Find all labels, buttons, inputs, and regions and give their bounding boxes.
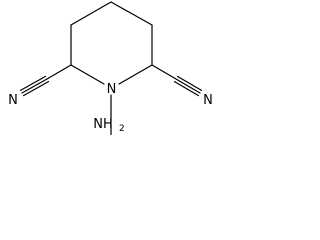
left-nitrile-nitrogen-label: N — [8, 93, 18, 108]
bond-c4-c5 — [110, 1, 153, 26]
amino-hydrogen-count: 2 — [119, 124, 125, 134]
bond-c6-c10 — [151, 64, 177, 80]
bond-c2-c8 — [46, 64, 72, 80]
bond-c8-n9-a — [21, 78, 48, 94]
ring-nitrogen-label: N — [107, 82, 117, 97]
molecule-structure: N NH 2 N N — [8, 1, 213, 135]
bond-c8-n9-b — [19, 75, 47, 92]
right-nitrile-nitrogen-label: N — [203, 93, 213, 108]
bond-c6-n1 — [118, 64, 153, 85]
amino-nitrogen-label: NH — [93, 117, 113, 132]
bond-c10-n11-c — [173, 80, 200, 97]
bond-c10-n11-a — [175, 78, 201, 94]
bond-n1-c2 — [70, 64, 105, 85]
bond-c3-c4 — [70, 1, 112, 26]
bond-c10-n11-b — [176, 75, 203, 92]
bond-c8-n9-c — [22, 80, 50, 97]
